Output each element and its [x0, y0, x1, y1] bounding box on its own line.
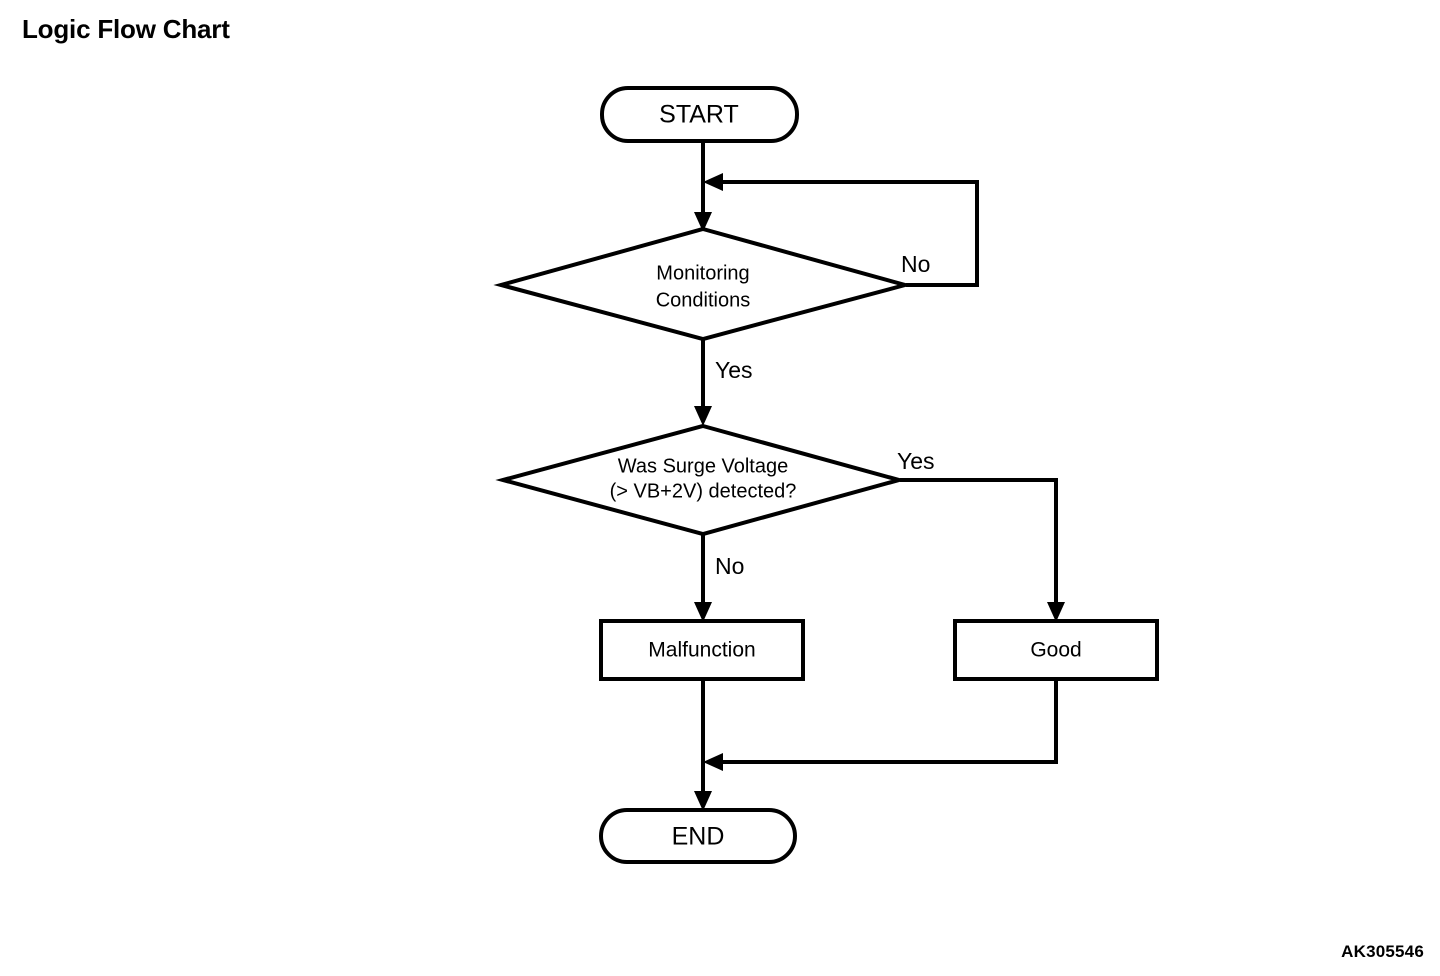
connector-line — [900, 478, 1058, 611]
arrow-head-icon — [703, 753, 723, 771]
end-terminal-shape — [599, 808, 797, 864]
arrow-head-icon — [694, 406, 712, 426]
edge-label-monitoring-no: No — [901, 251, 930, 277]
arrow-head-icon — [694, 602, 712, 622]
edge-start-to-monitoring — [694, 141, 712, 232]
node-monitoring-conditions[interactable]: Monitoring Conditions — [493, 226, 913, 342]
figure-code: AK305546 — [1341, 942, 1424, 961]
malfunction-box-shape — [599, 619, 805, 681]
surge-label-line1: Was Surge Voltage — [618, 455, 788, 477]
monitoring-label-line1: Monitoring — [656, 262, 749, 284]
monitoring-decision-shape — [493, 226, 913, 342]
arrow-head-icon — [703, 173, 723, 191]
edge-label-surge-yes: Yes — [897, 448, 935, 474]
node-malfunction[interactable]: Malfunction — [599, 619, 805, 681]
start-label: START — [659, 101, 739, 129]
end-label: END — [672, 823, 725, 851]
malfunction-label: Malfunction — [648, 639, 755, 662]
arrow-head-icon — [1047, 602, 1065, 622]
monitoring-label-line2: Conditions — [656, 289, 751, 311]
connector-line — [714, 679, 1058, 764]
node-end[interactable]: END — [599, 808, 797, 864]
surge-label-line2: (> VB+2V) detected? — [610, 480, 797, 502]
arrow-head-icon — [694, 212, 712, 232]
arrow-head-icon — [694, 791, 712, 811]
good-box-shape — [953, 619, 1159, 681]
edge-surge-no — [694, 535, 712, 622]
connector-line — [714, 180, 979, 287]
edge-label-monitoring-yes: Yes — [715, 357, 753, 383]
edge-malfunction-to-end — [694, 679, 712, 811]
node-surge-voltage[interactable]: Was Surge Voltage (> VB+2V) detected? — [495, 423, 907, 537]
edge-label-surge-no: No — [715, 553, 744, 579]
edge-monitoring-yes — [694, 340, 712, 426]
surge-decision-shape — [495, 423, 907, 537]
page-title: Logic Flow Chart — [22, 14, 230, 44]
node-good[interactable]: Good — [953, 619, 1159, 681]
start-terminal-shape — [600, 86, 799, 143]
good-label: Good — [1030, 639, 1081, 662]
edge-surge-yes — [900, 478, 1065, 622]
edge-good-to-end — [703, 679, 1058, 771]
edge-monitoring-no-loop — [703, 173, 979, 287]
node-start[interactable]: START — [600, 86, 799, 143]
